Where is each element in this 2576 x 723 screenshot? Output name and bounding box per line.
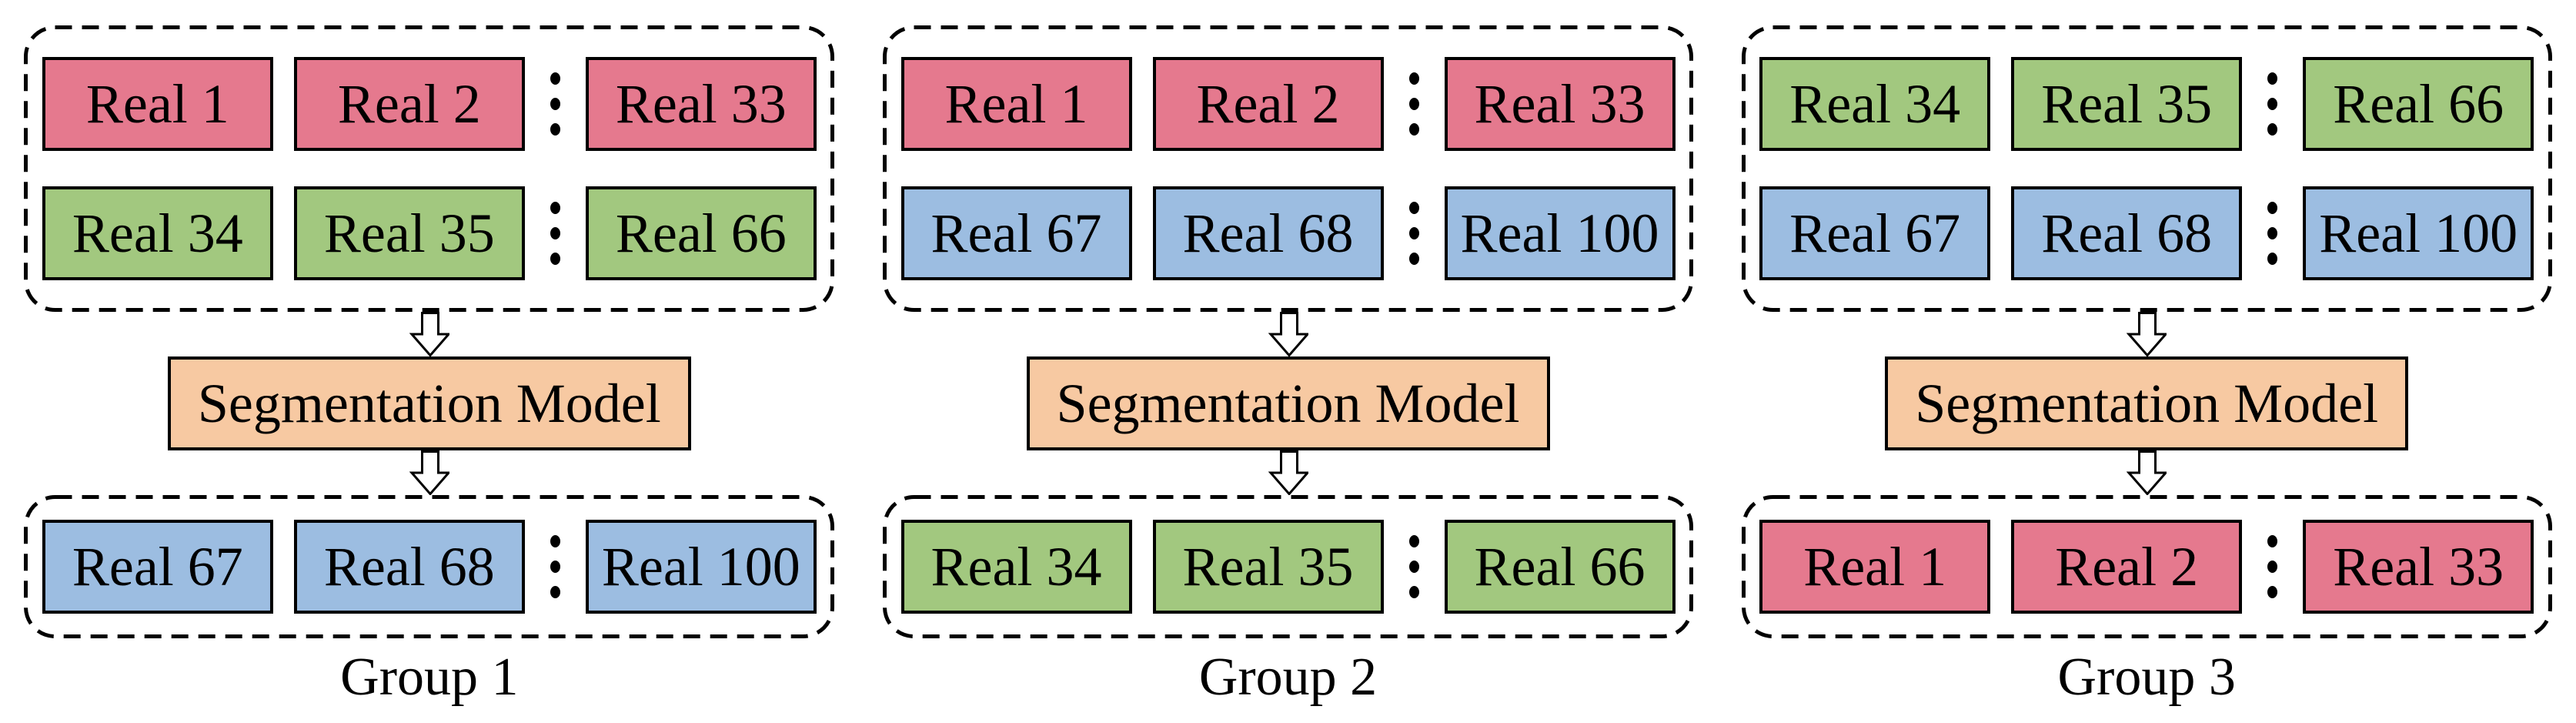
input-images-container: Real 1 Real 2 Real 33 Real 34 Real 35 Re… xyxy=(24,25,835,312)
image-row: Real 1 Real 2 Real 33 xyxy=(24,57,834,151)
image-row: Real 1 Real 2 Real 33 xyxy=(1742,520,2552,614)
real-image-box: Real 35 xyxy=(293,186,525,280)
real-image-box: Real 1 xyxy=(42,57,273,151)
real-image-box: Real 66 xyxy=(585,186,817,280)
segmentation-model-box: Segmentation Model xyxy=(1885,356,2409,450)
real-image-box: Real 67 xyxy=(1759,186,1991,280)
group-label: Group 1 xyxy=(340,648,519,707)
image-row: Real 34 Real 35 Real 66 xyxy=(1742,57,2552,151)
image-row: Real 1 Real 2 Real 33 xyxy=(883,57,1693,151)
group-label: Group 2 xyxy=(1198,648,1378,707)
real-image-box: Real 68 xyxy=(2011,186,2243,280)
vertical-ellipsis-icon xyxy=(1408,535,1419,598)
real-image-box: Real 34 xyxy=(1759,57,1991,151)
real-image-box: Real 35 xyxy=(1152,520,1384,614)
real-image-box: Real 100 xyxy=(2303,186,2534,280)
real-image-box: Real 67 xyxy=(42,520,273,614)
real-image-box: Real 68 xyxy=(293,520,525,614)
image-row: Real 67 Real 68 Real 100 xyxy=(883,186,1693,280)
real-image-box: Real 1 xyxy=(1759,520,1991,614)
real-image-box: Real 34 xyxy=(42,186,273,280)
down-arrow-icon xyxy=(1268,312,1308,356)
segmentation-model-box: Segmentation Model xyxy=(1026,356,1550,450)
output-images-container: Real 34 Real 35 Real 66 xyxy=(883,495,1693,638)
group-3: Real 34 Real 35 Real 66 Real 67 Real 68 … xyxy=(1717,0,2576,723)
real-image-box: Real 35 xyxy=(2011,57,2243,151)
real-image-box: Real 67 xyxy=(900,186,1132,280)
group-2: Real 1 Real 2 Real 33 Real 67 Real 68 Re… xyxy=(859,0,1718,723)
vertical-ellipsis-icon xyxy=(1408,72,1419,136)
group-1: Real 1 Real 2 Real 33 Real 34 Real 35 Re… xyxy=(0,0,859,723)
down-arrow-icon xyxy=(409,312,449,356)
segmentation-model-box: Segmentation Model xyxy=(167,356,691,450)
real-image-box: Real 100 xyxy=(1444,186,1676,280)
image-row: Real 34 Real 35 Real 66 xyxy=(24,186,834,280)
real-image-box: Real 66 xyxy=(1444,520,1676,614)
input-images-container: Real 1 Real 2 Real 33 Real 67 Real 68 Re… xyxy=(883,25,1693,312)
real-image-box: Real 34 xyxy=(900,520,1132,614)
vertical-ellipsis-icon xyxy=(550,72,560,136)
down-arrow-icon xyxy=(1268,450,1308,495)
down-arrow-icon xyxy=(2127,312,2167,356)
real-image-box: Real 33 xyxy=(2303,520,2534,614)
input-images-container: Real 34 Real 35 Real 66 Real 67 Real 68 … xyxy=(1741,25,2552,312)
vertical-ellipsis-icon xyxy=(550,202,560,265)
real-image-box: Real 100 xyxy=(585,520,817,614)
vertical-ellipsis-icon xyxy=(2267,202,2278,265)
real-image-box: Real 2 xyxy=(2011,520,2243,614)
group-label: Group 3 xyxy=(2057,648,2236,707)
vertical-ellipsis-icon xyxy=(2267,535,2278,598)
real-image-box: Real 2 xyxy=(293,57,525,151)
down-arrow-icon xyxy=(2127,450,2167,495)
vertical-ellipsis-icon xyxy=(1408,202,1419,265)
real-image-box: Real 1 xyxy=(900,57,1132,151)
output-images-container: Real 67 Real 68 Real 100 xyxy=(24,495,835,638)
real-image-box: Real 2 xyxy=(1152,57,1384,151)
real-image-box: Real 33 xyxy=(585,57,817,151)
image-row: Real 67 Real 68 Real 100 xyxy=(24,520,834,614)
vertical-ellipsis-icon xyxy=(550,535,560,598)
real-image-box: Real 33 xyxy=(1444,57,1676,151)
vertical-ellipsis-icon xyxy=(2267,72,2278,136)
real-image-box: Real 68 xyxy=(1152,186,1384,280)
image-row: Real 67 Real 68 Real 100 xyxy=(1742,186,2552,280)
output-images-container: Real 1 Real 2 Real 33 xyxy=(1741,495,2552,638)
real-image-box: Real 66 xyxy=(2303,57,2534,151)
down-arrow-icon xyxy=(409,450,449,495)
image-row: Real 34 Real 35 Real 66 xyxy=(883,520,1693,614)
